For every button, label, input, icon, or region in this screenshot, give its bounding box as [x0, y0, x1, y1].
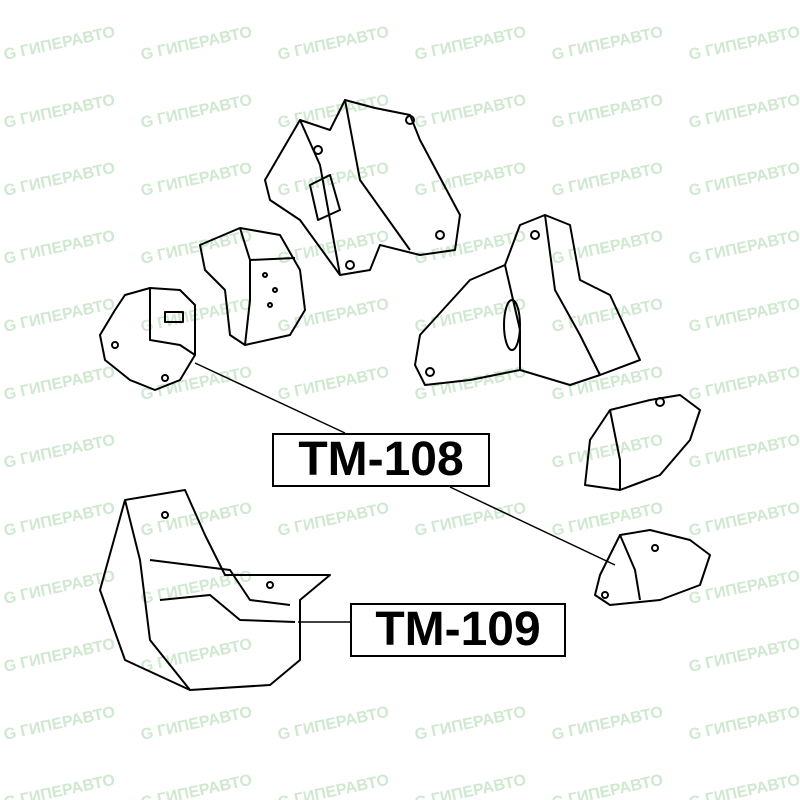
- right-bracket-part: [414, 214, 641, 386]
- leader-line-tm108-left: [194, 362, 346, 434]
- right-small-mount-part: [584, 394, 701, 491]
- right-bottom-mount-part: [594, 529, 711, 606]
- upper-bracket-part: [264, 99, 461, 276]
- part-label-tm-109: TM-109: [350, 603, 566, 657]
- transmission-mount-part: [99, 489, 331, 691]
- leader-line-tm108-right: [449, 486, 616, 566]
- rubber-pad-part: [199, 227, 306, 346]
- part-label-tm-108: TM-108: [272, 433, 490, 487]
- left-mount-part: [99, 287, 196, 391]
